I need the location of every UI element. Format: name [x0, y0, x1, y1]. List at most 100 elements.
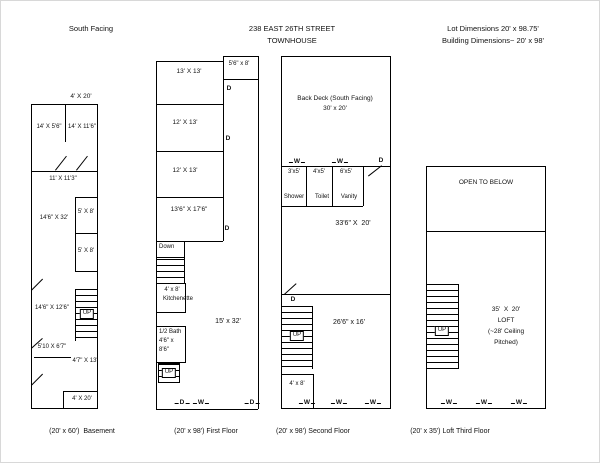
first-living-dim: 15' x 32': [215, 318, 241, 325]
basement-caption: (20' x 60') Basement: [49, 428, 115, 435]
first-kitchenette-box: [156, 283, 186, 313]
loft-name: LOFT: [497, 317, 515, 324]
first-half-bath-box: [156, 326, 186, 363]
first-entry-wall-top: [223, 56, 258, 57]
first-right-wall: [258, 56, 259, 409]
loft-ceiling-line1: (~28' Ceiling: [487, 328, 525, 335]
loft-caption: (20' x 35') Loft Third Floor: [410, 428, 490, 435]
second-stall-divider-3: [363, 166, 364, 206]
south-facing-label: South Facing: [68, 24, 114, 33]
second-mid-wall: [281, 294, 391, 295]
basement-mid-lower-dim: 14'6" X 12'6": [35, 305, 69, 311]
first-bottom-wall: [156, 409, 258, 410]
loft-bottom-window-mark-3: W: [510, 398, 528, 406]
second-stall-divider-1: [306, 166, 307, 206]
first-half-bath-label: 1/2 Bath: [159, 329, 182, 335]
basement-outline: [31, 104, 98, 409]
basement-mid-upper-dim: 11' X 11'3": [49, 176, 77, 182]
second-stall2-dim: 4'x5': [313, 169, 325, 175]
first-wall-3: [156, 151, 223, 152]
first-kitchenette-dim: 4' x 8': [164, 287, 180, 293]
basement-front-divider-wall: [65, 104, 66, 142]
basement-storage-wall-h3: [75, 271, 98, 272]
first-wall-2: [156, 104, 223, 105]
first-bedroom3-dim: 12' X 13': [172, 167, 198, 174]
second-stall1-dim: 3'x5': [288, 169, 300, 175]
second-front-room-dim: 33'6" X 20': [335, 220, 371, 227]
first-bottom-window-mark: W: [192, 398, 210, 406]
second-deck-window-mark-1: W: [288, 157, 306, 165]
first-left-wall: [156, 61, 157, 409]
first-up-label: UP: [161, 368, 177, 378]
basement-back-left-dim: 5'10 X 6'7": [37, 344, 67, 350]
first-bottom-door-mark-1: D: [174, 398, 191, 406]
second-bottom-window-mark-3: W: [364, 398, 382, 406]
basement-storage-upper-dim: 5' X 8': [77, 209, 95, 215]
first-wall-5: [156, 241, 223, 242]
second-landing-wall-v: [313, 374, 314, 409]
first-kitchenette-label: Kitchenette: [162, 296, 194, 302]
second-deck-wall: [281, 166, 391, 167]
loft-bottom-window-mark-1: W: [440, 398, 458, 406]
loft-open-to-below-label: OPEN TO BELOW: [458, 179, 514, 186]
first-wall-4: [156, 197, 223, 198]
first-down-box-wall: [156, 257, 184, 258]
loft-bottom-window-mark-2: W: [475, 398, 493, 406]
basement-up-label: UP: [79, 309, 95, 319]
basement-storage-lower-dim: 5' X 8': [77, 248, 95, 254]
second-landing-wall-h: [281, 374, 313, 375]
basement-wall-2: [34, 357, 71, 358]
basement-bottom-entry-dim: 4' X 20': [72, 396, 92, 402]
second-stall-divider-2: [332, 166, 333, 206]
first-stairs-down: [156, 259, 184, 283]
first-bedroom2-dim: 12' X 13': [172, 119, 198, 126]
first-bath-dim-1: 4'6" x: [159, 338, 174, 344]
basement-wall-1: [31, 171, 98, 172]
first-bedroom4-dim: 13'6" X 17'6": [170, 206, 208, 213]
second-landing-dim: 4' x 8': [289, 381, 305, 387]
first-inner-wall: [223, 56, 224, 241]
basement-front-right-dim: 14' X 11'6": [68, 124, 96, 130]
basement-back-right-dim: 4'7" X 13': [72, 358, 98, 364]
first-door-mark-1: D: [226, 85, 232, 92]
second-deck-door-mark: D: [378, 157, 384, 164]
first-door-mark-3: D: [224, 225, 230, 232]
first-bath-dim-2: 8'6": [159, 347, 169, 353]
first-caption: (20' x 98') First Floor: [174, 428, 238, 435]
loft-up-label: UP: [434, 326, 450, 336]
basement-wall-3: [63, 391, 98, 392]
second-stall3-dim: 6'x5': [340, 169, 352, 175]
second-vanity-label: Vanity: [340, 194, 358, 200]
second-bath-wall: [281, 206, 363, 207]
first-door-mark-2: D: [225, 135, 231, 142]
second-door-mark: D: [290, 296, 296, 303]
second-caption: (20' x 98') Second Floor: [276, 428, 350, 435]
building-dimensions-label: Building Dimensions~ 20' x 98': [442, 36, 544, 45]
sheet-subtitle: TOWNHOUSE: [267, 36, 317, 45]
sheet-title: 238 EAST 26TH STREET: [248, 24, 336, 33]
first-down-label: Down: [159, 244, 175, 250]
first-entry-wall-bottom: [223, 79, 258, 80]
second-bottom-window-mark-2: W: [330, 398, 348, 406]
second-back-room-dim: 26'6" x 16': [332, 319, 366, 326]
second-up-label: UP: [289, 331, 305, 341]
first-stair-wall: [184, 241, 185, 283]
second-bottom-window-mark-1: W: [298, 398, 316, 406]
loft-dim: 35' X 20': [491, 306, 521, 313]
second-deck-dim: 30' x 20': [323, 105, 347, 112]
basement-front-left-dim: 14' X 5'6": [36, 124, 62, 130]
loft-mid-wall: [426, 231, 546, 232]
basement-storage-wall-h1: [75, 197, 98, 198]
first-bedroom1-dim: 13' X 13': [176, 68, 202, 75]
basement-wall-4: [63, 391, 64, 409]
loft-ceiling-line2: Pitched): [494, 339, 518, 346]
second-toilet-label: Toilet: [314, 194, 330, 200]
basement-main-room-dim: 14'6" X 32': [39, 215, 69, 221]
basement-storage-wall-h2: [75, 233, 98, 234]
first-wall-top: [156, 61, 224, 62]
first-bottom-door-mark-2: D: [244, 398, 261, 406]
second-shower-label: Shower: [283, 194, 305, 200]
second-deck-label: Back Deck (South Facing): [297, 95, 373, 102]
first-entry-dim: 5'6" x 8': [228, 61, 250, 67]
